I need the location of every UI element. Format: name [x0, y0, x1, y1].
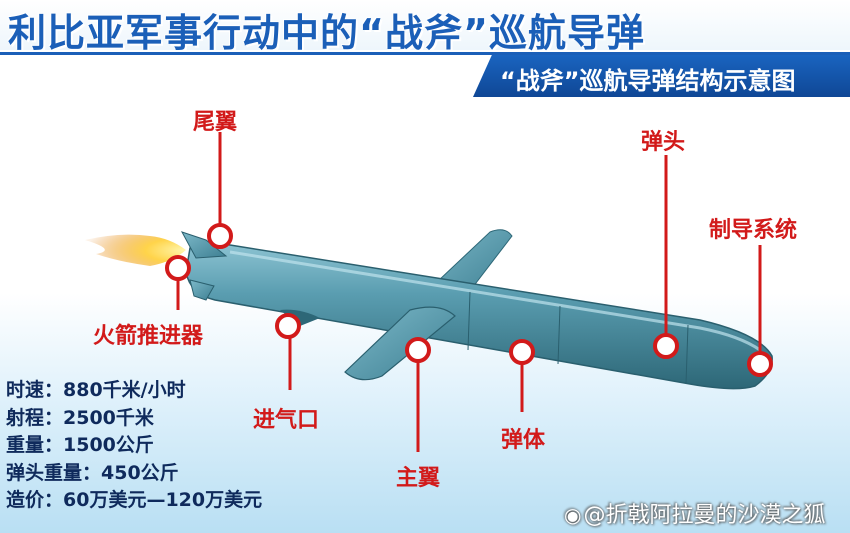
subtitle: “战斧”巡航导弹结构示意图: [500, 67, 796, 95]
marker-main-wing: [405, 337, 431, 363]
spec-warhead-weight: 弹头重量：450公斤: [6, 461, 179, 484]
page-title: 利比亚军事行动中的“战斧”巡航导弹: [8, 11, 645, 55]
spec-list: 时速：880千米/小时 射程：2500千米 重量：1500公斤 弹头重量：450…: [6, 377, 262, 515]
label-main-wing: 主翼: [396, 466, 441, 491]
label-rocket-booster: 火箭推进器: [93, 324, 204, 349]
marker-rocket-booster: [165, 255, 191, 281]
spec-cost: 造价：60万美元—120万美元: [6, 489, 263, 511]
spec-weight: 重量：1500公斤: [6, 434, 154, 456]
marker-guidance: [747, 351, 773, 377]
tail-fin-top: [180, 231, 228, 259]
spec-speed: 时速：880千米/小时: [6, 379, 186, 401]
subtitle-banner: [473, 55, 850, 97]
marker-warhead: [653, 333, 679, 359]
lower-wing: [344, 306, 456, 381]
watermark: ◉@折戟阿拉曼的沙漠之狐: [564, 497, 825, 529]
marker-tail-fin: [207, 223, 233, 249]
watermark-text: @折戟阿拉曼的沙漠之狐: [583, 503, 826, 528]
label-air-intake: 进气口: [253, 408, 320, 433]
weibo-icon: ◉: [564, 503, 582, 527]
label-tail-fin: 尾翼: [193, 110, 238, 135]
label-guidance-system: 制导系统: [709, 218, 798, 243]
marker-air-intake: [275, 313, 301, 339]
tail-fin-bottom: [189, 279, 215, 301]
exhaust-flame: [85, 234, 186, 266]
label-body: 弹体: [501, 428, 546, 453]
title-underline: [0, 52, 850, 55]
spec-range: 射程：2500千米: [6, 406, 154, 429]
label-warhead: 弹头: [641, 130, 686, 155]
marker-body: [509, 339, 535, 365]
title-bar: 利比亚军事行动中的“战斧”巡航导弹: [0, 0, 850, 55]
